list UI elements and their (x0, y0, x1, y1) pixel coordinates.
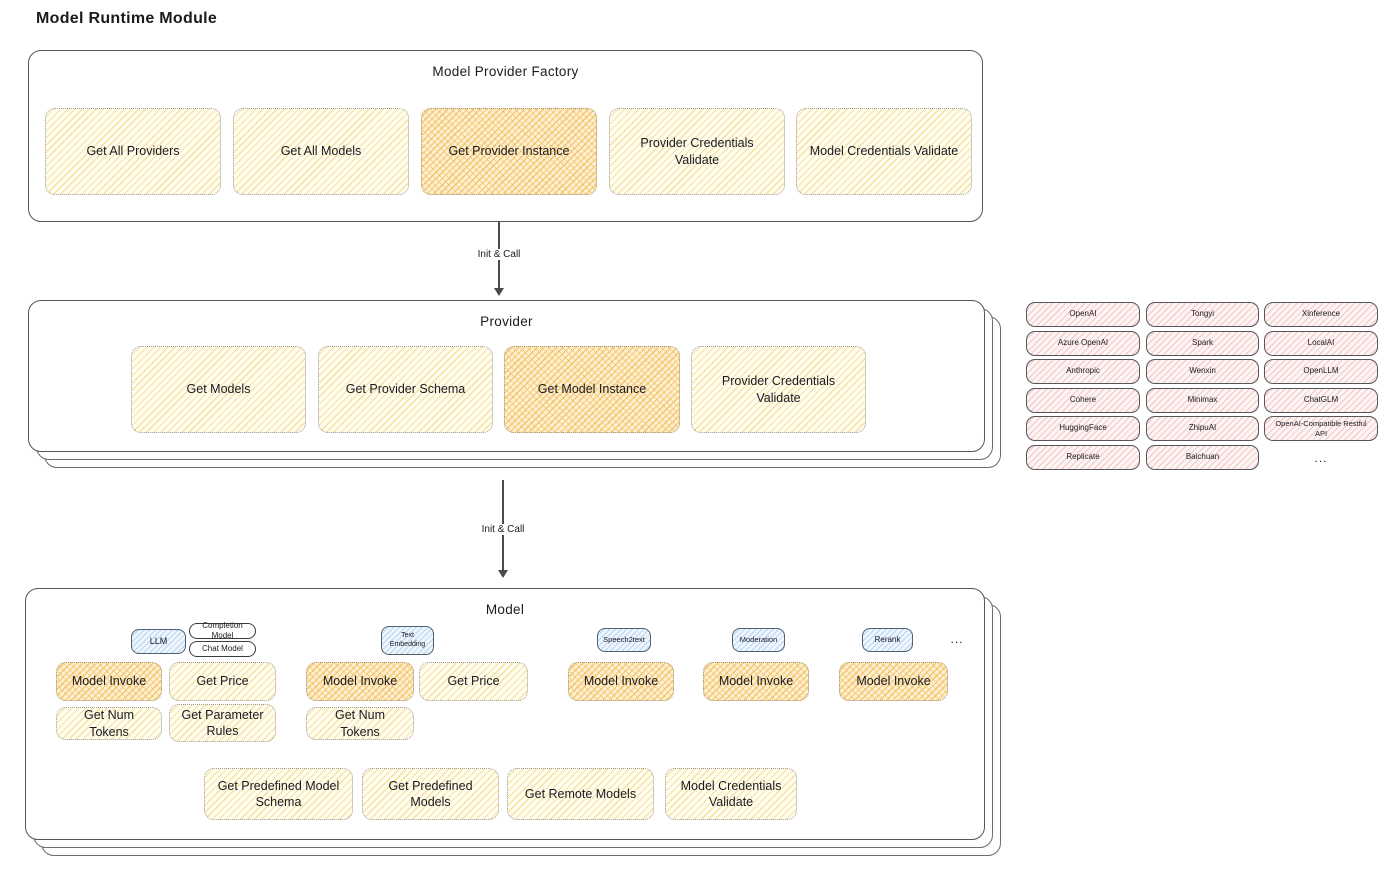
arrow-label-init-call: Init & Call (473, 249, 525, 260)
arrow-label-init-call: Init & Call (477, 524, 529, 535)
provider-zhipuai: ZhipuAI (1146, 416, 1259, 441)
embedding-get-num-tokens: Get Num Tokens (306, 707, 414, 740)
provider-localai: LocalAI (1264, 331, 1378, 356)
factory-item-get-all-providers: Get All Providers (45, 108, 221, 195)
provider-xinference: Xinference (1264, 302, 1378, 327)
provider-minimax: Minimax (1146, 388, 1259, 413)
arrow-factory-to-provider: Init & Call (473, 222, 525, 296)
arrow-head-icon (493, 288, 504, 296)
model-tabs-ellipsis: ... (950, 632, 964, 646)
provider-azure-openai: Azure OpenAI (1026, 331, 1140, 356)
common-get-predefined-model-schema: Get Predefined Model Schema (204, 768, 353, 820)
provider-wenxin: Wenxin (1146, 359, 1259, 384)
provider-openai-compatible-restful-api: OpenAI-Compatible Restful API (1264, 416, 1378, 441)
tab-moderation: Moderation (732, 628, 785, 652)
model-panel: Model LLM Completion Model Chat Model Te… (25, 588, 985, 840)
arrow-provider-to-model: Init & Call (477, 480, 529, 578)
llm-model-invoke: Model Invoke (56, 662, 162, 701)
provider-cohere: Cohere (1026, 388, 1140, 413)
tab-llm: LLM (131, 629, 186, 654)
embedding-get-price: Get Price (419, 662, 528, 701)
factory-panel: Model Provider Factory Get All Providers… (28, 50, 983, 222)
provider-replicate: Replicate (1026, 445, 1140, 470)
provider-panel-title: Provider (480, 314, 533, 329)
common-get-predefined-models: Get Predefined Models (362, 768, 499, 820)
provider-openai: OpenAI (1026, 302, 1140, 327)
tab-rerank: Rerank (862, 628, 913, 652)
provider-openllm: OpenLLM (1264, 359, 1378, 384)
factory-item-get-all-models: Get All Models (233, 108, 409, 195)
factory-item-provider-credentials-validate: Provider Credentials Validate (609, 108, 785, 195)
moderation-model-invoke: Model Invoke (703, 662, 809, 701)
provider-item-get-provider-schema: Get Provider Schema (318, 346, 493, 433)
common-model-credentials-validate: Model Credentials Validate (665, 768, 797, 820)
provider-panel: Provider Get Models Get Provider Schema … (28, 300, 985, 452)
provider-item-provider-credentials-validate: Provider Credentials Validate (691, 346, 866, 433)
llm-get-parameter-rules: Get Parameter Rules (169, 704, 276, 742)
tab-chat-model: Chat Model (189, 641, 256, 657)
tab-speech2text: Speech2text (597, 628, 651, 652)
speech2text-model-invoke: Model Invoke (568, 662, 674, 701)
model-panel-title: Model (485, 602, 525, 617)
provider-baichuan: Baichuan (1146, 445, 1259, 470)
factory-item-model-credentials-validate: Model Credentials Validate (796, 108, 972, 195)
diagram-title: Model Runtime Module (36, 10, 218, 27)
arrow-head-icon (497, 570, 508, 578)
tab-text-embedding: Text Embedding (381, 626, 434, 655)
provider-huggingface: HuggingFace (1026, 416, 1140, 441)
provider-item-get-model-instance: Get Model Instance (504, 346, 680, 433)
provider-item-get-models: Get Models (131, 346, 306, 433)
provider-anthropic: Anthropic (1026, 359, 1140, 384)
factory-panel-title: Model Provider Factory (432, 64, 579, 79)
provider-tongyi: Tongyi (1146, 302, 1259, 327)
provider-chatglm: ChatGLM (1264, 388, 1378, 413)
provider-spark: Spark (1146, 331, 1259, 356)
common-get-remote-models: Get Remote Models (507, 768, 654, 820)
llm-get-price: Get Price (169, 662, 276, 701)
factory-item-get-provider-instance: Get Provider Instance (421, 108, 597, 195)
llm-get-num-tokens: Get Num Tokens (56, 707, 162, 740)
embedding-model-invoke: Model Invoke (306, 662, 414, 701)
rerank-model-invoke: Model Invoke (839, 662, 948, 701)
providers-ellipsis: ... (1314, 450, 1328, 465)
tab-completion-model: Completion Model (189, 621, 256, 640)
